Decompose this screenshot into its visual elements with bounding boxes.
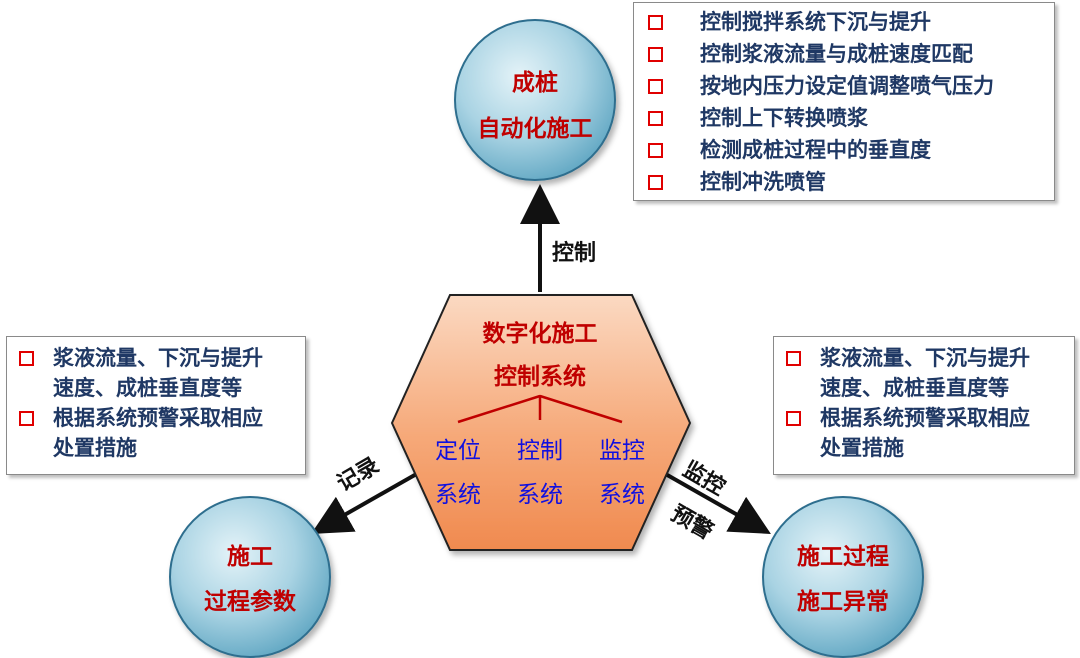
left-info-box: 浆液流量、下沉与提升速度、成桩垂直度等 根据系统预警采取相应处置措施: [6, 336, 306, 475]
center-title-line1: 数字化施工: [482, 321, 598, 347]
list-item: 根据系统预警采取相应处置措施: [774, 403, 1074, 463]
bullet-icon: [786, 411, 801, 426]
subsystem-monitor-line1: 监控: [599, 438, 645, 464]
list-item: 控制上下转换喷浆: [634, 102, 1054, 134]
arrow-monitor: [661, 470, 771, 534]
list-item: 控制浆液流量与成桩速度匹配: [634, 38, 1054, 70]
bullet-icon: [648, 47, 663, 62]
node-top-circle: [454, 19, 616, 181]
bullet-icon: [648, 111, 663, 126]
subsystem-monitor-line2: 系统: [599, 482, 645, 508]
subsystem-control-line2: 系统: [517, 482, 563, 508]
list-item: 控制搅拌系统下沉与提升: [634, 6, 1054, 38]
center-hexagon: [390, 294, 692, 551]
bullet-icon: [648, 15, 663, 30]
bullet-icon: [648, 175, 663, 190]
arrow-record: [311, 470, 421, 534]
list-item: 浆液流量、下沉与提升速度、成桩垂直度等: [7, 343, 305, 403]
bullet-icon: [648, 79, 663, 94]
subsystem-positioning-line1: 定位: [435, 438, 481, 464]
bullet-icon: [786, 351, 801, 366]
list-item: 浆液流量、下沉与提升速度、成桩垂直度等: [774, 343, 1074, 403]
node-left-circle: [169, 496, 331, 658]
arrow-control-label: 控制: [552, 241, 597, 266]
node-top-line1: 成桩: [512, 70, 558, 96]
node-top-line2: 自动化施工: [477, 116, 593, 142]
center-title-line2: 控制系统: [494, 364, 586, 390]
top-info-box: 控制搅拌系统下沉与提升 控制浆液流量与成桩速度匹配 按地内压力设定值调整喷气压力…: [633, 2, 1055, 201]
list-item: 按地内压力设定值调整喷气压力: [634, 70, 1054, 102]
subsystem-positioning-line2: 系统: [435, 482, 481, 508]
bullet-icon: [19, 411, 34, 426]
list-item: 检测成桩过程中的垂直度: [634, 134, 1054, 166]
subsystem-control-line1: 控制: [517, 438, 563, 464]
list-item: 根据系统预警采取相应处置措施: [7, 403, 305, 463]
right-info-box: 浆液流量、下沉与提升速度、成桩垂直度等 根据系统预警采取相应处置措施: [773, 336, 1075, 475]
node-right-circle: [762, 496, 924, 658]
bullet-icon: [19, 351, 34, 366]
node-right-line2: 施工异常: [797, 589, 889, 615]
node-right-line1: 施工过程: [797, 544, 889, 570]
node-left-line2: 过程参数: [204, 589, 296, 615]
list-item: 控制冲洗喷管: [634, 166, 1054, 198]
node-left-line1: 施工: [227, 544, 273, 570]
subsystem-connector: [457, 394, 623, 424]
bullet-icon: [648, 143, 663, 158]
